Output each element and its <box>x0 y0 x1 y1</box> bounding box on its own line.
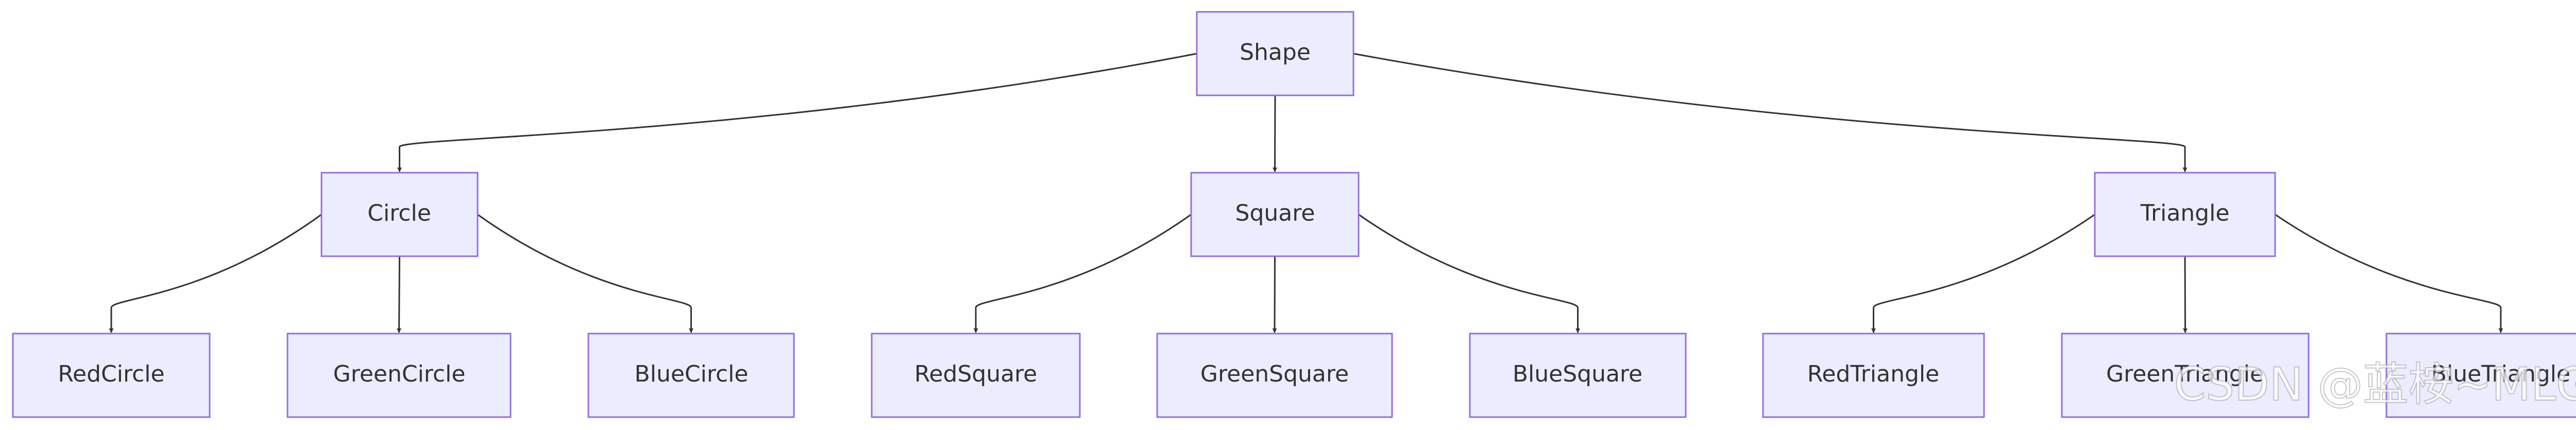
node-label: GreenTriangle <box>2106 361 2264 387</box>
node-circle: Circle <box>320 172 479 257</box>
edge-triangle-to-red-triangle <box>1871 213 2095 333</box>
node-red-triangle: RedTriangle <box>1762 333 1985 418</box>
node-label: RedSquare <box>914 361 1038 387</box>
node-label: BlueTriangle <box>2431 361 2570 387</box>
node-label: BlueCircle <box>635 361 749 387</box>
node-blue-triangle: BlueTriangle <box>2385 333 2576 418</box>
edge-shape-to-square <box>1273 95 1278 172</box>
node-green-circle: GreenCircle <box>286 333 512 418</box>
node-blue-circle: BlueCircle <box>587 333 795 418</box>
node-red-circle: RedCircle <box>12 333 211 418</box>
node-green-square: GreenSquare <box>1156 333 1393 418</box>
node-label: Square <box>1235 200 1315 226</box>
edge-square-to-blue-square <box>1358 213 1580 333</box>
edge-shape-to-circle <box>397 53 1197 172</box>
node-label: RedTriangle <box>1807 361 1939 387</box>
edge-circle-to-blue-circle <box>477 213 693 333</box>
edges-layer <box>109 53 2503 333</box>
node-green-triangle: GreenTriangle <box>2061 333 2310 418</box>
edge-square-to-red-square <box>973 213 1192 333</box>
node-label: Triangle <box>2140 200 2230 226</box>
nodes-layer: Shape Circle Square Triangle RedCircle G… <box>12 11 2576 418</box>
node-blue-square: BlueSquare <box>1469 333 1687 418</box>
node-triangle: Triangle <box>2094 172 2276 257</box>
node-red-square: RedSquare <box>871 333 1081 418</box>
edge-circle-to-red-circle <box>109 213 322 333</box>
watermark: CSDN @蓝桉~MLGT <box>2174 358 2576 411</box>
node-label: Shape <box>1240 39 1311 65</box>
node-square: Square <box>1190 172 1360 257</box>
node-label: Circle <box>367 200 431 226</box>
node-label: GreenCircle <box>333 361 466 387</box>
node-label: RedCircle <box>58 361 164 387</box>
node-label: BlueSquare <box>1513 361 1642 387</box>
edge-triangle-to-blue-triangle <box>2275 213 2503 333</box>
node-shape: Shape <box>1196 11 1354 96</box>
edge-shape-to-triangle <box>1353 53 2188 172</box>
edge-circle-to-green-circle <box>397 256 402 333</box>
node-label: GreenSquare <box>1200 361 1349 387</box>
